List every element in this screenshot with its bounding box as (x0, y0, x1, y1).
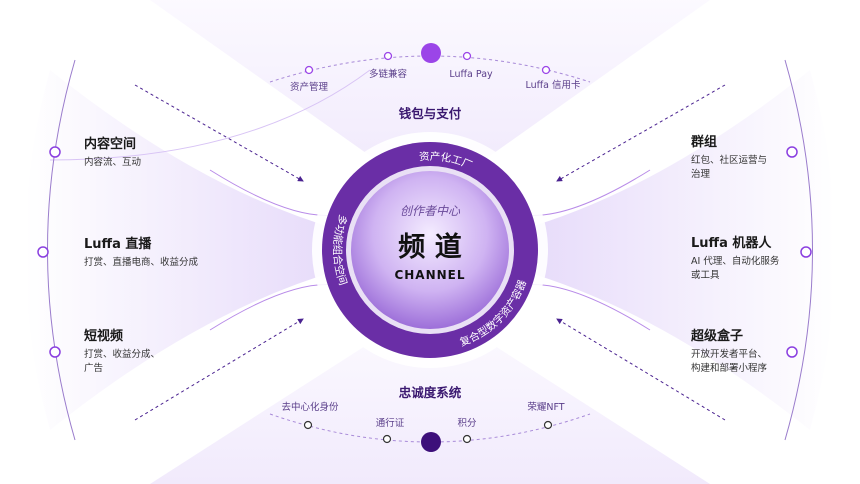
bottom-item-label: 积分 (457, 417, 477, 429)
bottom-item-label: 通行证 (376, 417, 405, 429)
item-title: Luffa 机器人 (691, 236, 772, 251)
bottom-item-label: 荣耀NFT (527, 401, 564, 413)
arrow-top-left (134, 84, 304, 182)
arrow-bottom-right (556, 318, 726, 421)
item-title: Luffa 直播 (84, 237, 152, 252)
left-item-short-video: 短视频 打赏、收益分成、 广告 (84, 325, 160, 376)
center-core (351, 171, 509, 329)
node-left-2 (37, 246, 49, 258)
right-wedge (520, 70, 835, 430)
arrow-bottom-left (134, 318, 304, 421)
top-item-label: Luffa 信用卡 (525, 79, 581, 91)
top-item-label: 资产管理 (290, 81, 329, 93)
top-wedge (150, 0, 710, 170)
item-desc: 打赏、收益分成、 (84, 349, 161, 360)
node-right-1 (786, 146, 798, 158)
right-arc (784, 59, 813, 441)
item-desc: 构建和部署小程序 (691, 363, 768, 374)
item-title: 超级盒子 (691, 329, 744, 344)
item-title: 群组 (691, 135, 718, 150)
item-desc: 开放开发者平台、 (691, 349, 768, 360)
item-desc: 广告 (84, 363, 104, 374)
bottom-item-label: 去中心化身份 (281, 401, 339, 413)
top-main-node (421, 43, 441, 63)
right-item-superbox: 超级盒子 开放开发者平台、 构建和部署小程序 (691, 325, 767, 376)
right-item-bots: Luffa 机器人 AI 代理、自动化服务 或工具 (691, 232, 779, 283)
left-item-content-space: 内容空间 内容流、互动 (84, 133, 141, 170)
item-desc: 治理 (691, 169, 711, 180)
item-desc: AI 代理、自动化服务 (691, 256, 780, 267)
top-section-title: 钱包与支付 (399, 106, 462, 121)
item-desc: 打赏、直播电商、收益分成 (84, 257, 199, 268)
center-subtitle: 创作者中心 (400, 204, 461, 218)
center-title: 频 道 (398, 231, 461, 263)
top-item-label: Luffa Pay (449, 69, 493, 80)
node-left-1 (49, 146, 61, 158)
arrow-top-right (556, 84, 726, 182)
bottom-section-title: 忠诚度系统 (399, 385, 462, 400)
node-right-2 (800, 246, 812, 258)
bottom-main-node (421, 432, 441, 452)
right-item-groups: 群组 红包、社区运营与 治理 (691, 131, 767, 182)
bottom-wedge (150, 330, 710, 484)
item-title: 内容空间 (84, 137, 137, 152)
item-desc: 内容流、互动 (84, 157, 142, 168)
top-item-label: 多链兼容 (369, 68, 408, 80)
node-left-3 (49, 346, 61, 358)
left-wedge (25, 70, 340, 430)
center-title-en: CHANNEL (394, 268, 465, 282)
item-desc: 红包、社区运营与 (691, 155, 768, 166)
node-right-3 (786, 346, 798, 358)
item-title: 短视频 (84, 329, 124, 344)
item-desc: 或工具 (691, 270, 720, 281)
left-item-live: Luffa 直播 打赏、直播电商、收益分成 (84, 233, 198, 270)
